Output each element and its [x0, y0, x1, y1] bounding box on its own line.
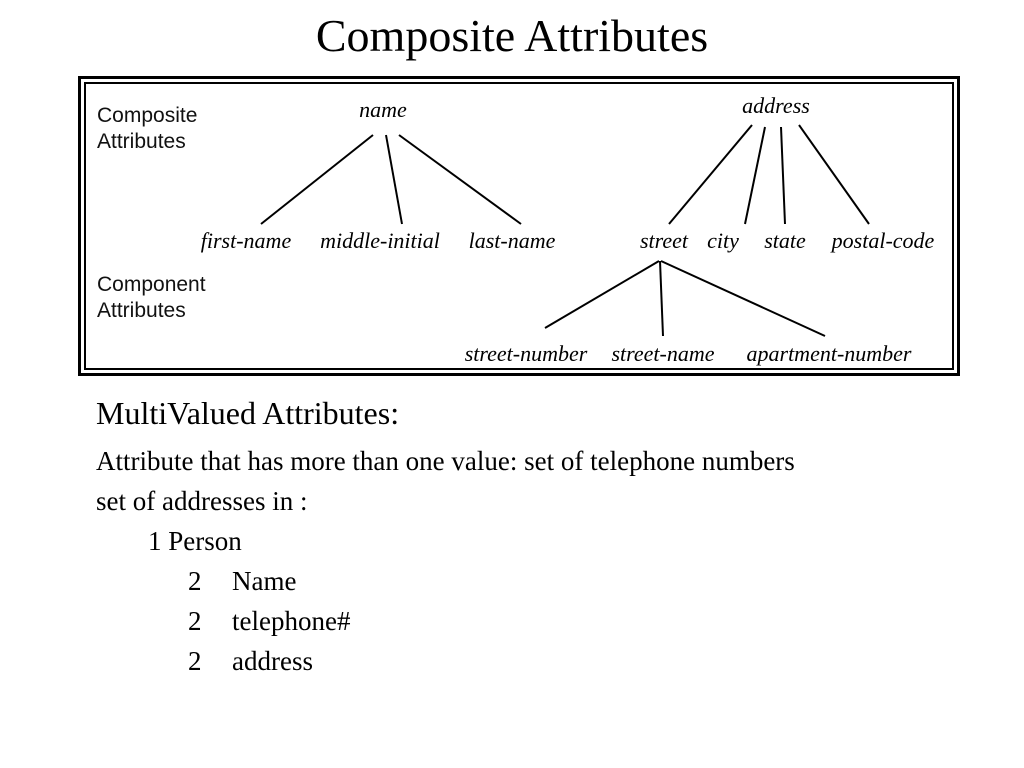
edge-name-middle-initial: [385, 134, 403, 225]
node-state: state: [764, 228, 806, 253]
node-street-name: street-name: [611, 341, 715, 366]
outline-text: Person: [168, 526, 242, 556]
edge-name-last-name: [398, 134, 522, 225]
outline-level: 2: [188, 566, 202, 596]
node-apartment-number: apartment-number: [746, 341, 912, 366]
composite-label-line2: Attributes: [97, 130, 186, 153]
outline-text: Name: [232, 566, 297, 596]
outline-item-telephone: 2 telephone#: [188, 604, 350, 638]
multivalued-example: set of addresses in :: [96, 486, 308, 516]
outline-level: 1: [148, 526, 162, 556]
node-first-name: first-name: [200, 228, 292, 253]
multivalued-description: Attribute that has more than one value: …: [96, 446, 795, 476]
composite-attributes-label: Composite Attributes: [97, 103, 197, 155]
outline-item-person: 1 Person: [148, 524, 242, 558]
node-city: city: [707, 228, 739, 253]
diagram-inner-border: [84, 82, 954, 370]
node-middle-initial: middle-initial: [320, 228, 440, 253]
edge-street-street-number: [544, 260, 660, 329]
node-last-name: last-name: [468, 228, 556, 253]
component-attributes-label: Component Attributes: [97, 272, 206, 324]
outline-item-address: 2 address: [188, 644, 313, 678]
outline-level: 2: [188, 646, 202, 676]
node-name: name: [359, 97, 407, 122]
edge-address-city: [744, 126, 766, 225]
page-title: Composite Attributes: [315, 10, 709, 61]
outline-item-name: 2 Name: [188, 564, 296, 598]
composite-label-line1: Composite: [97, 104, 198, 127]
edge-address-postal-code: [798, 124, 870, 225]
edge-address-street: [668, 124, 753, 225]
multivalued-heading: MultiValued Attributes:: [96, 395, 400, 431]
outline-level: 2: [188, 606, 202, 636]
tree-edges: [260, 124, 870, 337]
outline-text: telephone#: [232, 606, 351, 636]
component-label-line1: Component: [97, 273, 206, 296]
edge-name-first-name: [260, 134, 374, 225]
node-postal-code: postal-code: [831, 228, 935, 253]
node-street: street: [639, 228, 689, 253]
component-label-line2: Attributes: [97, 299, 186, 322]
node-street-number: street-number: [464, 341, 588, 366]
edge-street-apartment-number: [660, 260, 826, 337]
edge-address-state: [780, 126, 786, 225]
edge-street-street-name: [659, 260, 664, 337]
composite-attributes-diagram: Composite Attributes Component Attribute…: [78, 76, 960, 376]
node-address: address: [742, 93, 810, 118]
outline-text: address: [232, 646, 313, 676]
